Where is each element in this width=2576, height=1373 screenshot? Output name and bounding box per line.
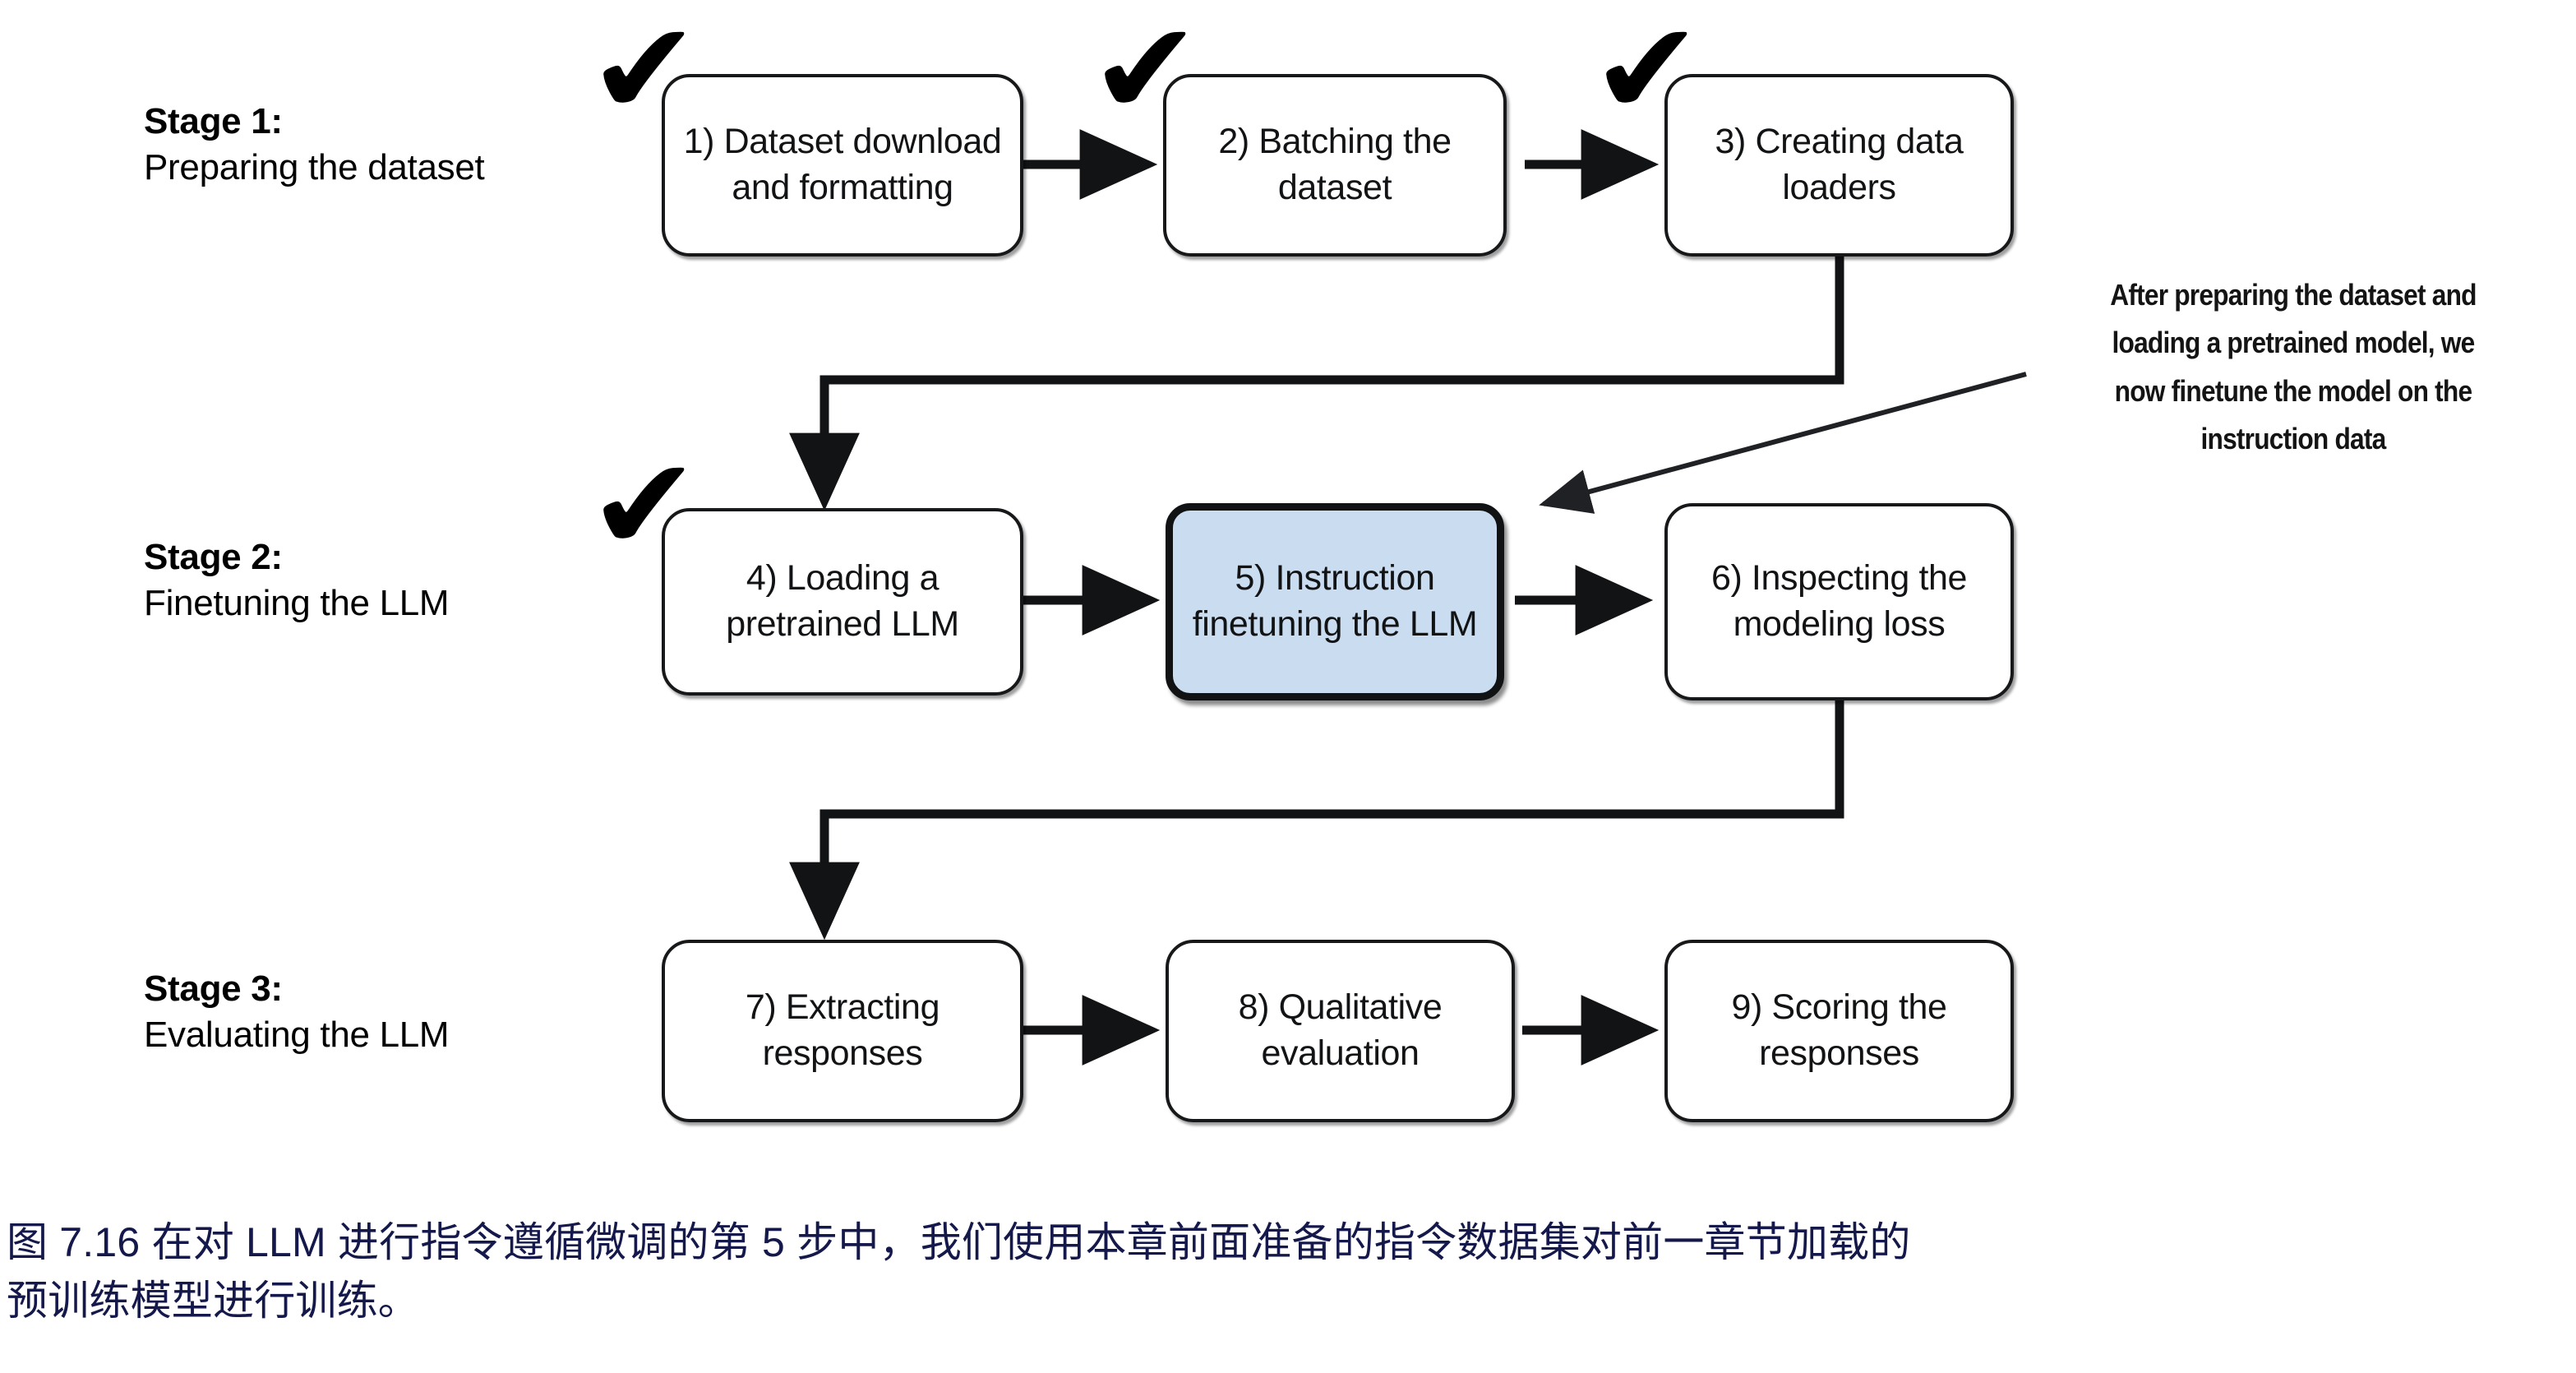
step-box-9[interactable]: 9) Scoring the responses	[1664, 940, 2014, 1122]
stage-2-subtitle: Finetuning the LLM	[144, 583, 450, 624]
step-4-label: 4) Loading a pretrained LLM	[726, 558, 959, 644]
stage-label-3: Stage 3: Evaluating the LLM	[144, 966, 450, 1059]
step-box-5[interactable]: 5) Instruction finetuning the LLM	[1166, 503, 1504, 700]
step-5-label: 5) Instruction finetuning the LLM	[1192, 558, 1478, 644]
annotation-note: After preparing the dataset and loading …	[2069, 271, 2518, 463]
step-1-label: 1) Dataset download and formatting	[683, 122, 1002, 207]
step-box-7[interactable]: 7) Extracting responses	[662, 940, 1023, 1122]
annotation-line-3: now finetune the model on the	[2114, 373, 2472, 408]
step-2-label: 2) Batching the dataset	[1218, 122, 1452, 207]
figure-caption: 图 7.16 在对 LLM 进行指令遵循微调的第 5 步中，我们使用本章前面准备…	[7, 1214, 2571, 1330]
checkmark-icon-step-2: ✔	[1083, 0, 1210, 146]
checkmark-icon-step-3: ✔	[1584, 0, 1711, 146]
step-box-2[interactable]: 2) Batching the dataset	[1163, 74, 1507, 257]
annotation-line-4: instruction data	[2200, 421, 2387, 455]
arrow-stage2-to-stage3	[789, 695, 1844, 941]
caption-line-1: 图 7.16 在对 LLM 进行指令遵循微调的第 5 步中，我们使用本章前面准备…	[7, 1219, 1911, 1265]
annotation-line-1: After preparing the dataset and	[2110, 278, 2477, 312]
stage-2-title: Stage 2:	[144, 537, 283, 577]
stage-1-title: Stage 1:	[144, 101, 283, 141]
step-box-1[interactable]: 1) Dataset download and formatting	[662, 74, 1023, 257]
caption-line-2: 预训练模型进行训练。	[7, 1278, 419, 1324]
step-box-6[interactable]: 6) Inspecting the modeling loss	[1664, 503, 2014, 700]
stage-1-subtitle: Preparing the dataset	[144, 147, 485, 188]
step-box-3[interactable]: 3) Creating data loaders	[1664, 74, 2014, 257]
stage-3-title: Stage 3:	[144, 968, 283, 1009]
step-box-8[interactable]: 8) Qualitative evaluation	[1166, 940, 1515, 1122]
checkmark-icon-step-1: ✔	[581, 0, 709, 146]
step-6-label: 6) Inspecting the modeling loss	[1710, 558, 1968, 644]
arrow-stage1-to-stage2	[789, 255, 1844, 511]
annotation-leader-arrow	[1539, 372, 2027, 514]
stage-label-2: Stage 2: Finetuning the LLM	[144, 534, 450, 627]
stage-label-1: Stage 1: Preparing the dataset	[144, 99, 485, 192]
step-3-label: 3) Creating data loaders	[1715, 122, 1964, 207]
step-8-label: 8) Qualitative evaluation	[1238, 987, 1443, 1073]
step-7-label: 7) Extracting responses	[745, 987, 940, 1073]
annotation-line-2: loading a pretrained model, we	[2112, 326, 2476, 360]
stage-3-subtitle: Evaluating the LLM	[144, 1015, 450, 1056]
step-box-4[interactable]: 4) Loading a pretrained LLM	[662, 508, 1023, 696]
step-9-label: 9) Scoring the responses	[1731, 987, 1947, 1073]
checkmark-icon-step-4: ✔	[581, 430, 709, 581]
